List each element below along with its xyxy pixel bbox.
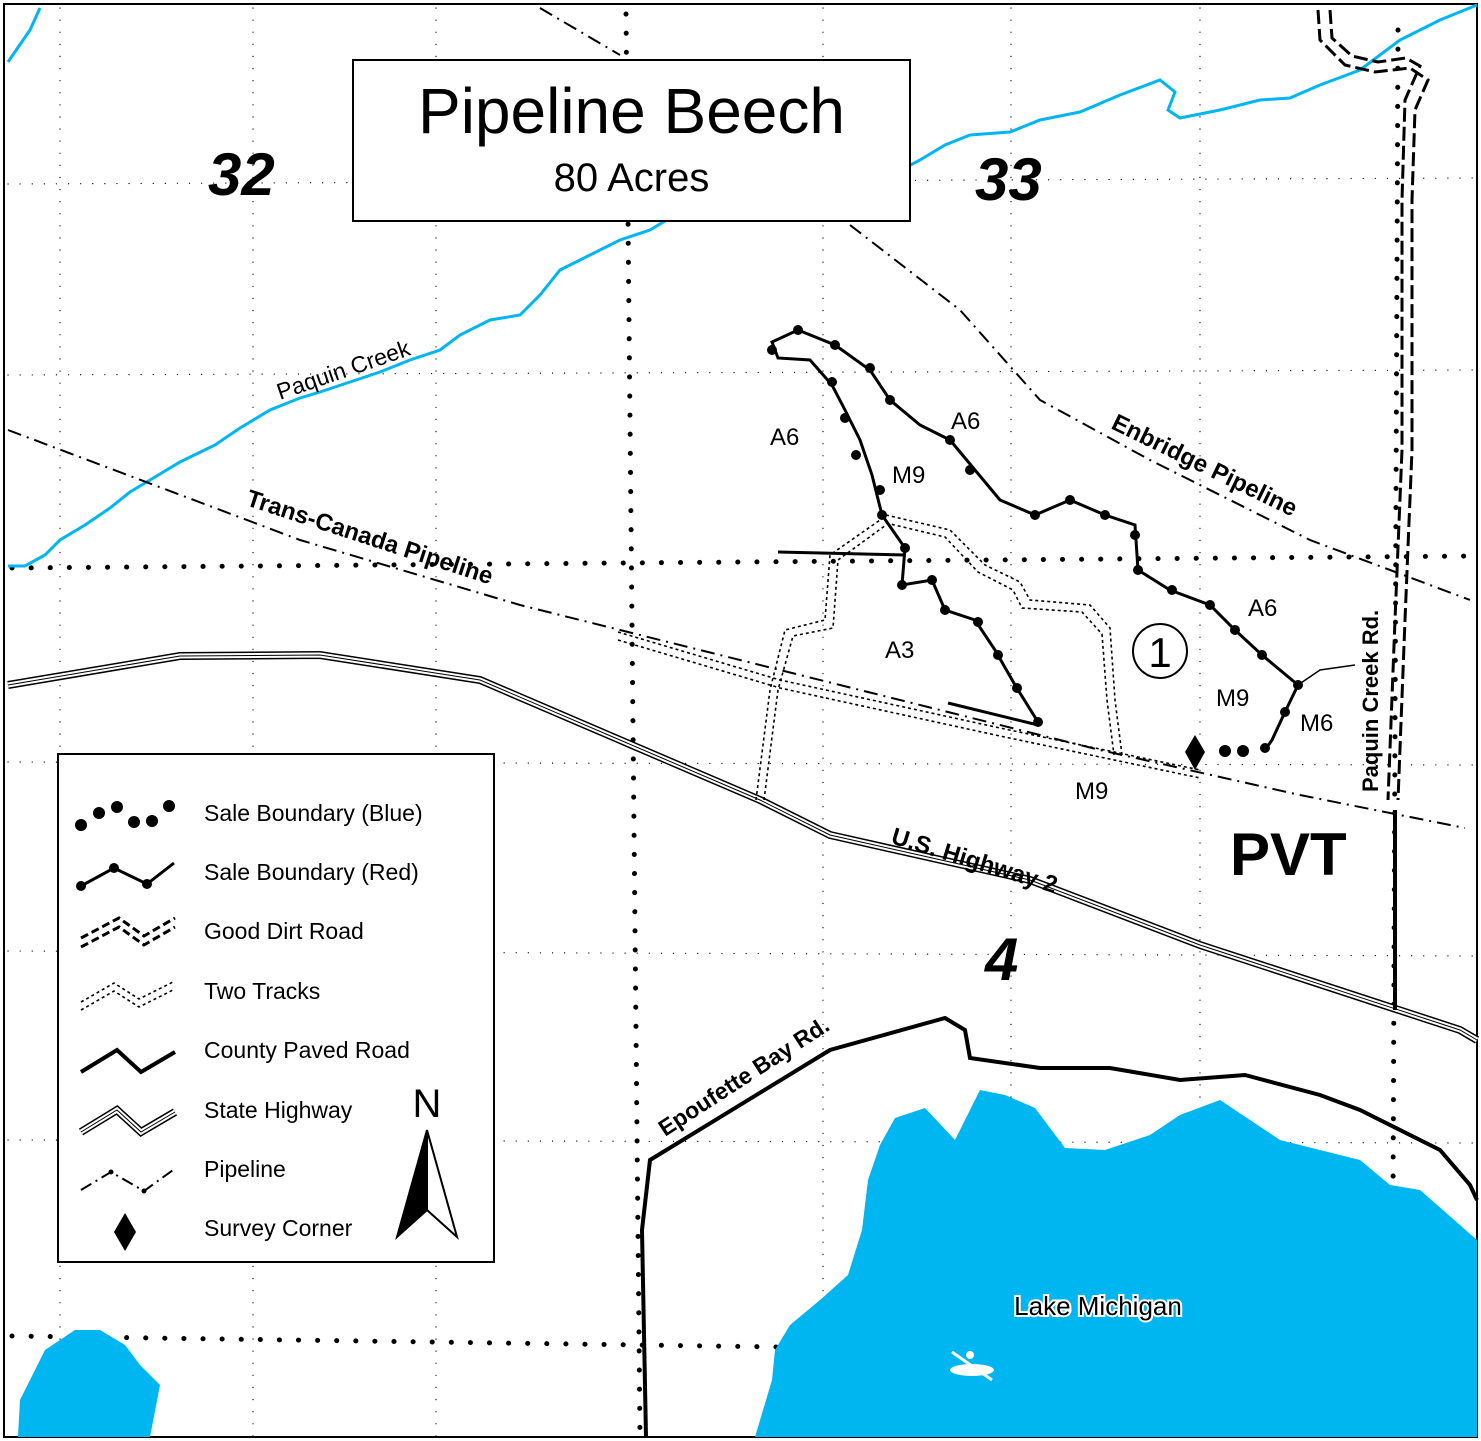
ownership-label: PVT bbox=[1230, 821, 1347, 888]
title-box: Pipeline Beech 80 Acres bbox=[352, 59, 911, 222]
section-number: 32 bbox=[208, 141, 275, 208]
stand-label: A3 bbox=[885, 637, 914, 664]
sale-title: Pipeline Beech bbox=[418, 75, 845, 147]
stand-circle bbox=[1132, 623, 1188, 679]
two-tracks bbox=[617, 514, 1201, 801]
stand-label: M6 bbox=[1300, 710, 1333, 737]
stand-number: 1 bbox=[1148, 629, 1171, 676]
kayak-icon bbox=[950, 1350, 994, 1382]
north-arrow-icon: N bbox=[395, 1082, 459, 1241]
legend-symbol-sale-boundary-red bbox=[76, 861, 175, 891]
stand-labels: A6 A6 A6 M9 M9 M9 A3 M6 bbox=[770, 408, 1333, 805]
stand-label: M9 bbox=[1075, 778, 1108, 805]
legend-symbol-two-tracks bbox=[80, 981, 174, 1011]
section-numbers: 32 33 4 bbox=[208, 141, 1042, 993]
legend-label-good-dirt-road: Good Dirt Road bbox=[204, 918, 364, 944]
legend-symbols: N bbox=[75, 800, 459, 1251]
legend-label-county-paved-road: County Paved Road bbox=[204, 1037, 410, 1063]
legend-symbol-sale-boundary-blue bbox=[75, 800, 175, 831]
stand-label: M9 bbox=[1216, 685, 1249, 712]
lake-label: Lake Michigan bbox=[1014, 1291, 1182, 1321]
legend-label-sale-boundary-red: Sale Boundary (Red) bbox=[204, 859, 419, 885]
paquin-creek-road bbox=[1316, 9, 1430, 801]
stand-label: A6 bbox=[1248, 595, 1277, 622]
stand-label: M9 bbox=[892, 462, 925, 489]
legend-symbol-survey-corner bbox=[114, 1213, 136, 1251]
sale-boundary-vertices bbox=[767, 325, 1303, 757]
legend-label-state-highway: State Highway bbox=[204, 1097, 353, 1123]
section-number: 4 bbox=[984, 926, 1018, 993]
legend-symbol-county-paved-road bbox=[79, 1047, 177, 1075]
us-highway-2 bbox=[7, 650, 1480, 1044]
stand-label: A6 bbox=[951, 408, 980, 435]
section-grid bbox=[7, 7, 1480, 1440]
legend-label-survey-corner: Survey Corner bbox=[204, 1215, 353, 1241]
legend-label-two-tracks: Two Tracks bbox=[204, 978, 321, 1004]
lake-michigan bbox=[18, 1090, 1477, 1437]
legend: N Sale Boundary (Blue) Sale Boundary (Re… bbox=[57, 753, 495, 1263]
survey-corner-icon bbox=[1185, 735, 1205, 770]
legend-label-pipeline: Pipeline bbox=[204, 1156, 286, 1182]
county-paved-roads bbox=[639, 810, 1479, 1438]
legend-symbol-good-dirt-road bbox=[80, 916, 176, 949]
north-arrow-label: N bbox=[413, 1082, 442, 1126]
legend-symbol-pipeline bbox=[80, 1169, 174, 1194]
stand-label: A6 bbox=[770, 424, 799, 451]
legend-symbol-state-highway bbox=[78, 1105, 178, 1137]
pipelines bbox=[7, 7, 1471, 829]
section-number: 33 bbox=[975, 146, 1042, 213]
legend-label-sale-boundary-blue: Sale Boundary (Blue) bbox=[204, 800, 423, 826]
sale-acreage: 80 Acres bbox=[553, 156, 710, 200]
paquin-road-label: Paquin Creek Rd. bbox=[1358, 610, 1383, 792]
